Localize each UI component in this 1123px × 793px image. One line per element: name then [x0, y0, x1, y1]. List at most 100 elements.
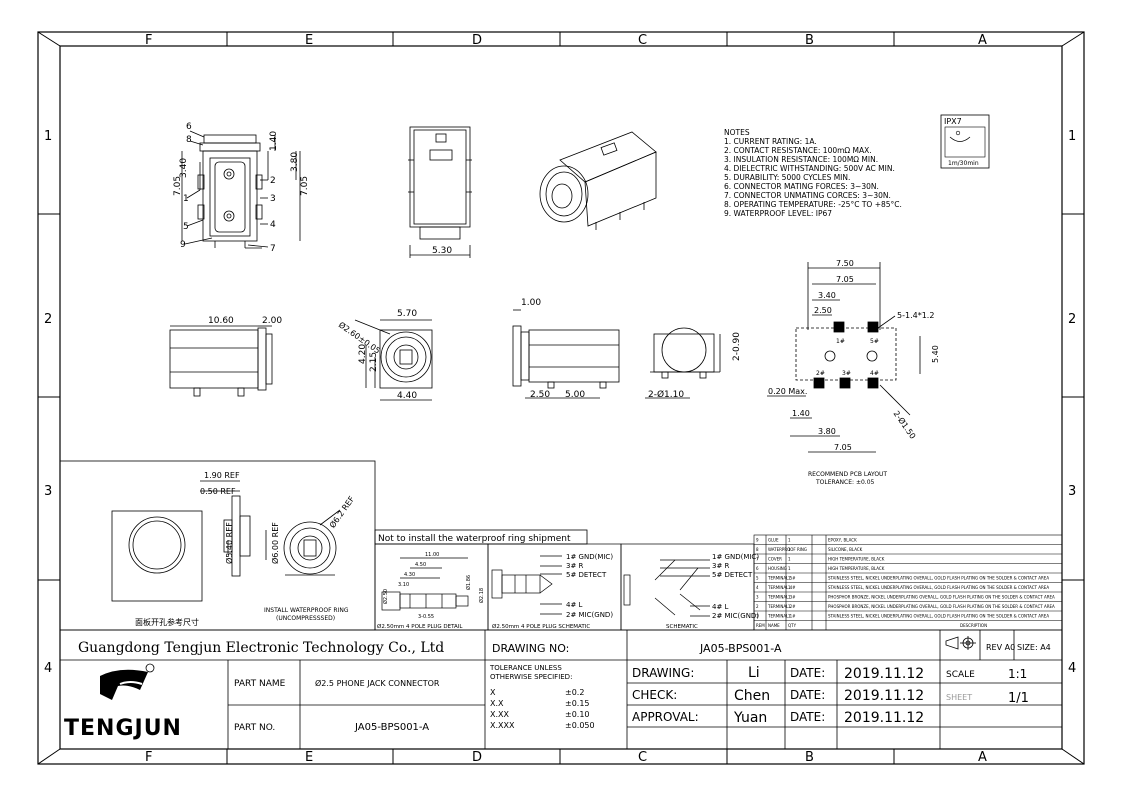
- front-view: [181, 130, 301, 249]
- dim-label: 7.05: [300, 176, 310, 196]
- bom-cell: 8: [756, 547, 759, 552]
- top-view: [408, 126, 472, 258]
- pin-label: 5#: [870, 338, 879, 345]
- grid-col-label: F: [145, 33, 152, 48]
- drawing-label: DRAWING:: [632, 666, 694, 680]
- grid-row-label: 1: [44, 129, 52, 144]
- bom-cell: 1: [788, 557, 791, 562]
- grid-col-label: D: [472, 33, 482, 48]
- bom-cell: TERMINAL 3#: [767, 595, 796, 600]
- dim-label: 11.00: [425, 552, 439, 558]
- grid-row-label: 3: [44, 484, 52, 499]
- dim-label: Ø5.40 REF: [224, 522, 234, 564]
- note-item: 5. DURABILITY: 5000 CYCLES MIN.: [724, 173, 850, 182]
- grid-row-label: 2: [1068, 312, 1076, 327]
- bom-table: [753, 534, 1063, 631]
- bom-cell: EPOXY, BLACK: [828, 538, 857, 543]
- bom-cell: 1: [788, 604, 791, 609]
- install-caption-cn: 面板开孔参考尺寸: [135, 617, 199, 627]
- dim-label: 3.40: [818, 291, 836, 300]
- date-label: DATE:: [790, 688, 825, 702]
- bom-cell: TERMINAL 1#: [767, 614, 796, 619]
- part-name-label: PART NAME: [234, 679, 286, 689]
- schematic-label: 4# L: [566, 601, 583, 609]
- tolerance-title: TOLERANCE UNLESS: [489, 664, 562, 672]
- sheet-label: SHEET: [946, 693, 972, 702]
- dim-label: 4.30: [404, 572, 415, 578]
- dim-label: Ø6.00 REF: [270, 522, 280, 564]
- dim-label: 5-1.4*1.2: [897, 311, 934, 320]
- drawing-no-label: DRAWING NO:: [492, 642, 569, 655]
- iso-view: [539, 131, 657, 230]
- dim-label: 3-0.55: [418, 614, 434, 620]
- schematic-label: 5# DETECT: [566, 571, 607, 579]
- approval-label: APPROVAL:: [632, 710, 699, 724]
- bom-header: QTY: [788, 623, 797, 628]
- dim-label: 5.30: [432, 246, 452, 256]
- grid-col-label: C: [638, 33, 647, 48]
- schematic-label: 1# GND(MIC): [712, 553, 759, 561]
- callout: 8: [186, 135, 192, 145]
- projection-symbol-icon: [945, 636, 976, 650]
- part-name: Ø2.5 PHONE JACK CONNECTOR: [315, 678, 440, 688]
- tolerance-key: X: [490, 688, 496, 697]
- dim-label: 3.80: [290, 152, 300, 172]
- date-label: DATE:: [790, 666, 825, 680]
- dim-label: Ø2.50: [382, 589, 389, 604]
- bom-cell: 1: [788, 538, 791, 543]
- dim-label: 1.40: [792, 409, 810, 418]
- dim-label: 5.70: [397, 309, 417, 319]
- bom-cell: TERMINAL 5#: [767, 576, 796, 581]
- bom-cell: 1: [788, 547, 791, 552]
- dim-label: 2.00: [262, 316, 282, 326]
- company-name: Guangdong Tengjun Electronic Technology …: [78, 640, 444, 656]
- part-no: JA05-BPS001-A: [354, 722, 429, 733]
- dim-label: 3.80: [818, 427, 836, 436]
- tolerance-key: X.X: [490, 699, 504, 708]
- drawing-by: Li: [748, 665, 760, 681]
- tolerance-key: X.XXX: [490, 721, 515, 730]
- bom-cell: STAINLESS STEEL, NICKEL UNDERPLATING OVE…: [828, 576, 1049, 581]
- grid-col-label: B: [805, 33, 814, 48]
- tolerance-val: ±0.050: [565, 721, 595, 730]
- dim-label: 2-Ø1.10: [648, 389, 684, 400]
- note-item: 7. CONNECTOR UNMATING CORCES: 3~30N.: [724, 191, 891, 200]
- dim-label: Ø2.18: [478, 588, 485, 603]
- bom-cell: HOUSING: [768, 566, 787, 571]
- grid-col-label: D: [472, 750, 482, 765]
- dim-label: 5.40: [931, 345, 940, 363]
- note-item: 1. CURRENT RATING: 1A.: [724, 137, 817, 146]
- grid-col-label: E: [305, 33, 313, 48]
- grid-row-label: 4: [44, 661, 52, 676]
- date-value: 2019.11.12: [844, 710, 924, 726]
- bom-header: REM: [756, 623, 765, 628]
- dim-label: 7.05: [836, 275, 854, 284]
- scale-label: SCALE: [946, 670, 975, 680]
- bom-cell: 7: [756, 557, 759, 562]
- schematic-label: 3# R: [712, 562, 730, 570]
- bom-cell: WATERPROOF RING: [768, 547, 807, 552]
- check-by: Chen: [734, 688, 770, 704]
- callout: 5: [183, 222, 189, 232]
- dim-label: 0.50 REF: [200, 487, 236, 496]
- bom-cell: 1: [788, 585, 791, 590]
- note-item: 3. INSULATION RESISTANCE: 100MΩ MIN.: [724, 155, 878, 164]
- size-label: SIZE: A4: [1017, 643, 1051, 652]
- note-item: 8. OPERATING TEMPERATURE: -25°C TO +85°C…: [724, 200, 902, 209]
- dim-label: Ø6.2 REF: [327, 494, 357, 530]
- dim-label: 2-0.90: [732, 332, 742, 361]
- logo-text: TENGJUN: [64, 716, 182, 741]
- ipx-label: IPX7: [944, 117, 962, 126]
- callout: 4: [270, 220, 276, 230]
- dim-label: 1.40: [269, 131, 279, 151]
- dim-label: 4.50: [415, 562, 426, 568]
- grid-row-label: 4: [1068, 661, 1076, 676]
- side-view: [169, 325, 273, 397]
- dim-label: 1.00: [521, 298, 541, 308]
- bom-cell: 2: [756, 604, 759, 609]
- install-caption: INSTALL WATERPROOF RING: [264, 607, 349, 614]
- schematic-label: 4# L: [712, 603, 729, 611]
- dim-label: 2.50: [814, 306, 832, 315]
- title-block: [60, 629, 1062, 749]
- grid-row-label: 2: [44, 312, 52, 327]
